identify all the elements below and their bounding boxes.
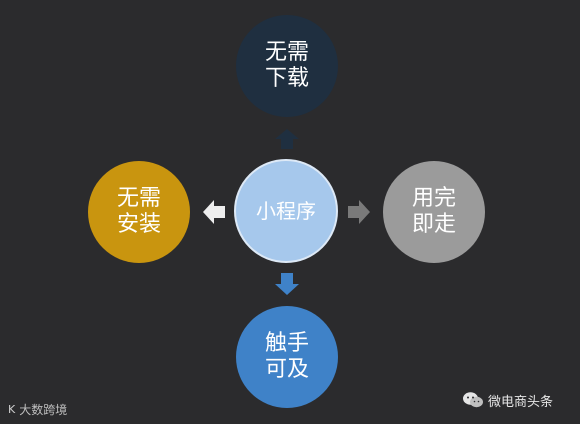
arrow-up-icon — [275, 129, 299, 149]
node-no-download: 无需 下载 — [236, 15, 338, 117]
node-within-reach: 触手 可及 — [236, 306, 338, 408]
node-mini-program: 小程序 — [234, 159, 338, 263]
node-no-download-line2: 下载 — [264, 66, 309, 91]
node-within-reach-line1: 触手 — [264, 331, 309, 356]
account-name: 微电商头条 — [488, 394, 554, 410]
node-use-and-go: 用完 即走 — [383, 161, 485, 263]
node-use-and-go-line1: 用完 — [411, 186, 456, 211]
arrow-down-icon — [275, 273, 299, 295]
wechat-icon — [463, 392, 483, 408]
watermark-account: 微电商头条 — [462, 390, 553, 410]
node-mini-program-label: 小程序 — [256, 199, 316, 223]
arrow-right-icon — [348, 200, 370, 224]
watermark-source: K 大数跨境 — [8, 401, 67, 418]
node-no-install-line2: 安装 — [116, 212, 161, 237]
source-text: 大数跨境 — [19, 403, 68, 417]
node-use-and-go-line2: 即走 — [411, 212, 456, 237]
source-logo: K — [8, 403, 16, 416]
node-no-install-line1: 无需 — [116, 186, 161, 211]
node-no-install: 无需 安装 — [88, 161, 190, 263]
arrow-left-icon — [203, 200, 225, 224]
node-within-reach-line2: 可及 — [264, 357, 309, 382]
node-no-download-line1: 无需 — [264, 40, 309, 65]
